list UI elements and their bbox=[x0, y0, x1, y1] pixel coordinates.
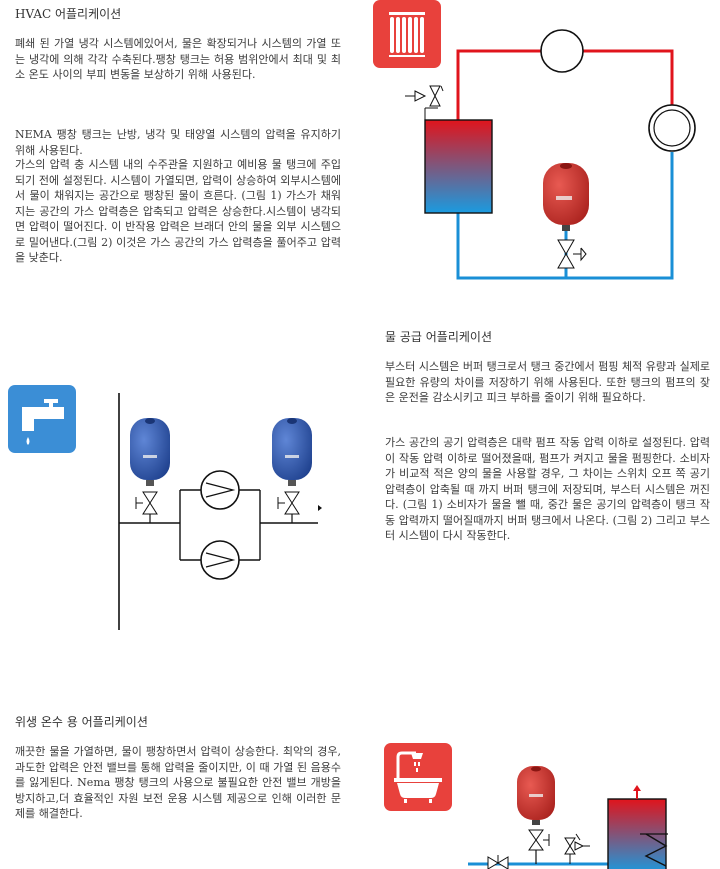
boiler-symbol bbox=[424, 119, 493, 214]
pump-symbol bbox=[540, 29, 584, 73]
booster-pump-1 bbox=[200, 470, 240, 510]
water-supply-paragraph-1: 부스터 시스템은 버퍼 탱크로서 탱크 중간에서 펌핑 체적 유량과 실제로 필… bbox=[385, 360, 710, 404]
hvac-system-diagram bbox=[405, 29, 696, 280]
expansion-tank-blue-left bbox=[130, 418, 170, 480]
water-supply-paragraph-2: 가스 공간의 공기 압력층은 대략 펌프 작동 압력 이하로 설정된다. 압력이… bbox=[385, 436, 710, 542]
safety-valve-icon bbox=[429, 85, 441, 98]
booster-pump-2 bbox=[200, 540, 240, 580]
valve-icon bbox=[557, 239, 575, 256]
expansion-tank-blue-right bbox=[272, 418, 312, 480]
hvac-paragraph-3: 가스의 압력 충 시스템 내의 수주관을 지원하고 예비용 물 탱크에 주입되기… bbox=[15, 158, 341, 264]
bathtub-shower-icon bbox=[384, 743, 452, 811]
water-supply-title: 물 공급 어플리케이션 bbox=[385, 330, 492, 344]
water-tap-icon bbox=[8, 385, 76, 453]
sanitary-paragraph-1: 깨끗한 물을 가열하면, 물이 팽창하면서 압력이 상승한다. 최악의 경우, … bbox=[15, 745, 341, 820]
expansion-tank-red-small bbox=[517, 766, 555, 820]
hvac-paragraph-1: 폐쇄 된 가열 냉각 시스템에있어서, 물은 확장되거나 시스템의 가열 또는 … bbox=[15, 37, 341, 81]
hvac-paragraph-2: NEMA 팽창 탱크는 난방, 냉각 및 태양열 시스템의 압력을 유지하기 위… bbox=[15, 128, 341, 157]
heat-consumer-symbol bbox=[648, 104, 696, 152]
radiator-icon bbox=[373, 0, 441, 68]
hvac-title: HVAC 어플리케이션 bbox=[15, 7, 122, 21]
expansion-tank-red bbox=[543, 163, 589, 225]
sanitary-title: 위생 온수 용 어플리케이션 bbox=[15, 715, 148, 729]
